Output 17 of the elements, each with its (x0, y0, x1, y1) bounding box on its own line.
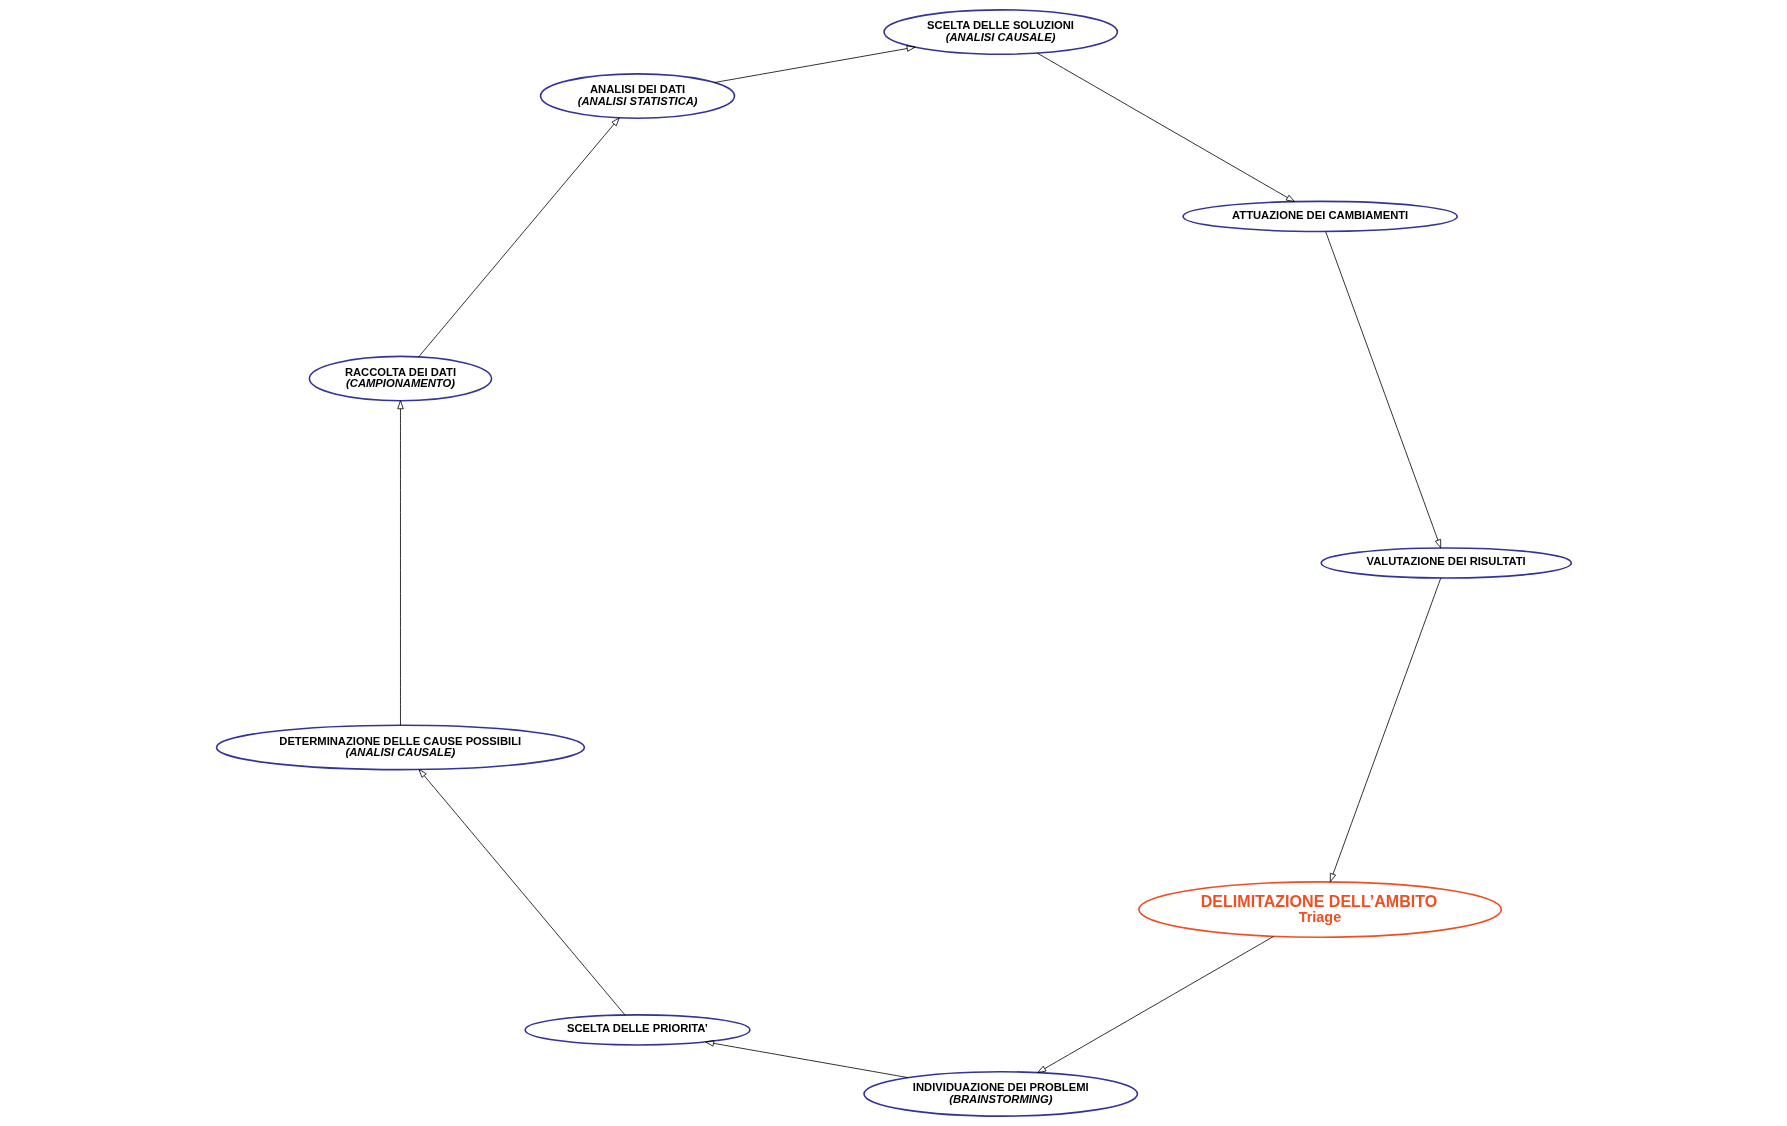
node-ellipse: SCELTA DELLE SOLUZIONI (ANALISI CAUSALE) (882, 9, 1118, 56)
arrow (418, 769, 625, 1016)
arrow (713, 45, 916, 83)
arrow (1036, 52, 1295, 203)
node-ellipse: ATTUAZIONE DEI CAMBIAMENTI (1181, 200, 1458, 233)
arrow (1329, 577, 1441, 883)
node-ellipse: VALUTAZIONE DEI RISULTATI (1319, 547, 1572, 579)
node-ellipse: DELIMITAZIONE DELL’AMBITO Triage (1137, 881, 1502, 939)
arrow (704, 1040, 909, 1079)
node-ellipse: INDIVIDUAZIONE DEI PROBLEMI (BRAINSTORMING) (862, 1070, 1138, 1117)
node-ellipse: RACCOLTA DEI DATI (CAMPIONAMENTO) (308, 355, 492, 402)
arrow (1324, 231, 1441, 549)
arrow (1036, 936, 1274, 1073)
arrow (396, 400, 404, 726)
node-ellipse: DETERMINAZIONE DELLE CAUSE POSSIBILI (ANALISI CAUSALE) (215, 724, 585, 771)
node-ellipse: ANALISI DEI DATI (ANALISI STATISTICA) (539, 73, 735, 120)
arrow (417, 117, 620, 358)
